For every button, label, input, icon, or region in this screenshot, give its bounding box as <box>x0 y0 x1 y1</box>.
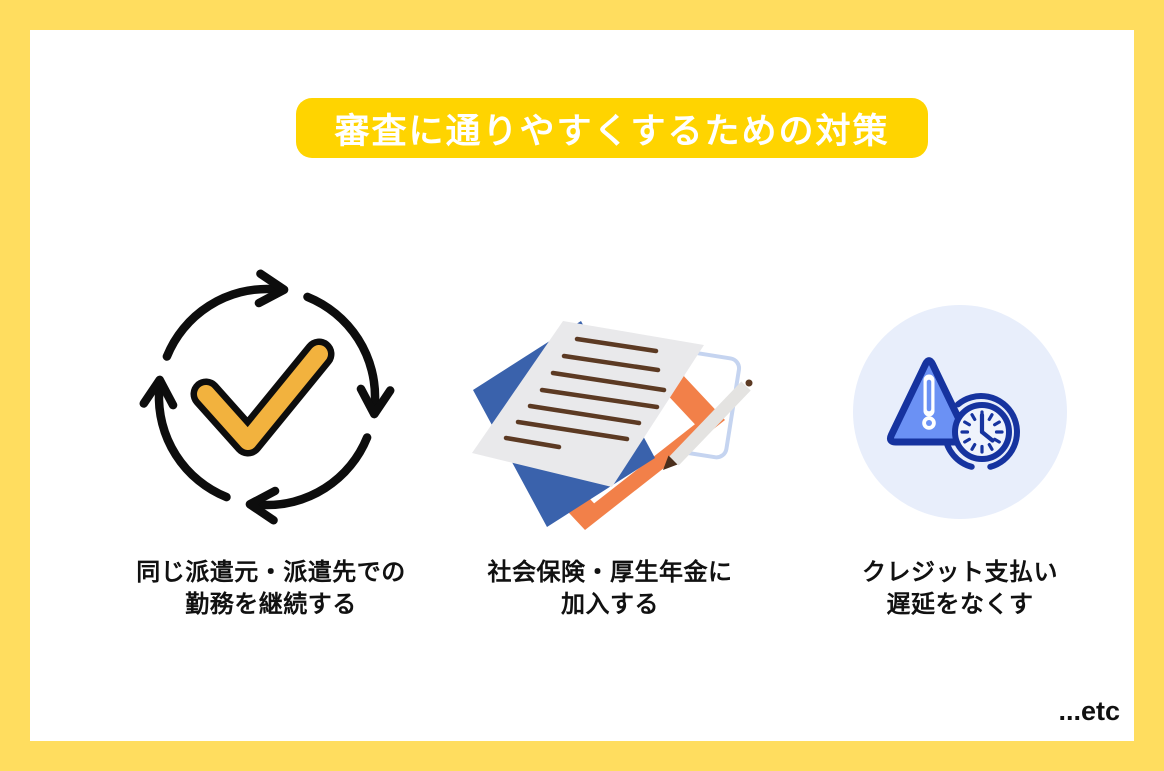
clock-hands <box>979 412 995 443</box>
item-caption-continue-dispatch: 同じ派遣元・派遣先での 勤務を継続する <box>101 557 441 621</box>
document-text-lines <box>503 336 667 450</box>
page-title: 審査に通りやすくするための対策 <box>334 111 890 151</box>
documents-pen-icon <box>472 321 753 530</box>
content-card: 審査に通りやすくするための対策 <box>30 30 1134 741</box>
warning-clock-icon <box>853 305 1067 519</box>
etc-label: ...etc <box>1058 696 1120 726</box>
gray-document <box>472 321 704 487</box>
circular-arrows <box>139 269 395 525</box>
checkmark <box>190 338 335 457</box>
item-caption-social-insurance: 社会保険・厚生年金に 加入する <box>440 557 780 621</box>
clock <box>952 402 1012 462</box>
caption-line: 遅延をなくす <box>886 591 1034 618</box>
exclamation-mark <box>922 374 936 430</box>
caption-line: 加入する <box>561 591 659 618</box>
pen <box>663 379 753 470</box>
caption-line: 社会保険・厚生年金に <box>487 559 733 586</box>
caption-line: クレジット支払い <box>862 559 1058 586</box>
caption-line: 勤務を継続する <box>185 591 357 618</box>
title-banner: 審査に通りやすくするための対策 <box>296 98 928 158</box>
item-caption-credit-delay: クレジット支払い 遅延をなくす <box>790 557 1130 621</box>
cycle-check-icon <box>139 269 395 525</box>
caption-line: 同じ派遣元・派遣先での <box>136 559 406 586</box>
